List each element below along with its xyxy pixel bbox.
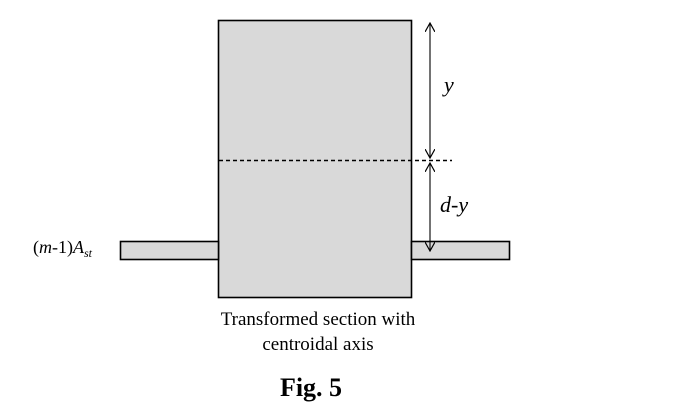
steel-label-prefix: ( xyxy=(33,237,39,258)
concrete-section xyxy=(217,19,413,299)
steel-label-A: A xyxy=(72,237,85,257)
steel-label-subscript: st xyxy=(84,246,93,260)
figure-label: Fig. 5 xyxy=(280,373,342,402)
steel-label-middle: -1) xyxy=(52,237,73,258)
steel-area-label: (m-1)Ast xyxy=(33,237,93,260)
dimension-label-y: y xyxy=(442,72,454,97)
caption-line-2: centroidal axis xyxy=(262,334,373,355)
steel-strip-right xyxy=(410,240,511,261)
caption-line-1: Transformed section with xyxy=(221,309,416,330)
steel-strip-left xyxy=(119,240,220,261)
steel-label-m: m xyxy=(39,237,52,257)
dimension-label-d-minus-y: d-y xyxy=(440,192,468,217)
